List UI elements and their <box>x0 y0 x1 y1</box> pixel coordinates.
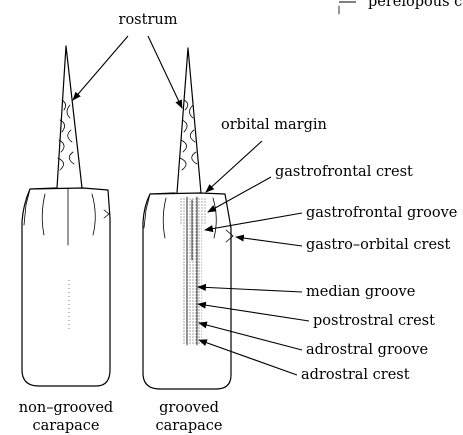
gastrofrontal-stipple <box>180 197 206 225</box>
caption-right-line1: grooved <box>159 400 219 416</box>
arrow-postrostral-crest <box>198 304 309 321</box>
gastro-orbital-spine <box>226 230 233 242</box>
right-rostrum-spine <box>177 48 201 193</box>
label-adrostral-groove: adrostral groove <box>306 342 428 358</box>
label-orbital-margin: orbital margin <box>221 117 327 133</box>
caption-left-line2: carapace <box>33 418 100 434</box>
cropped-label-pereiopods: pereiopous c <box>368 0 462 10</box>
label-postrostral-crest: postrostral crest <box>313 313 435 329</box>
label-median-groove: median groove <box>306 284 415 300</box>
right-rostrum-teeth <box>180 100 197 170</box>
label-gastrofrontal-groove: gastrofrontal groove <box>306 205 457 221</box>
grooved-carapace <box>143 48 233 389</box>
arrow-median-groove <box>198 287 302 292</box>
caption-left-line1: non–grooved <box>19 400 113 416</box>
caption-right-line2: carapace <box>156 418 223 434</box>
rostrum-label: rostrum <box>119 12 178 28</box>
label-gastrofrontal-crest: gastrofrontal crest <box>275 164 413 180</box>
arrow-orbital-margin <box>206 141 262 192</box>
rostrum-arrow-left <box>73 36 128 100</box>
arrow-gastrofrontal-groove <box>205 213 302 230</box>
non-grooved-carapace <box>22 46 110 386</box>
arrow-gastro-orbital-crest <box>236 237 302 246</box>
left-lateral-curves <box>42 194 95 235</box>
left-carapace-front-edge <box>24 189 30 225</box>
left-side-spine <box>104 210 109 218</box>
label-gastro-orbital-crest: gastro–orbital crest <box>306 237 450 253</box>
left-carapace-outline <box>22 188 110 386</box>
label-adrostral-crest: adrostral crest <box>301 367 410 383</box>
rostrum-arrow-right <box>148 36 182 108</box>
